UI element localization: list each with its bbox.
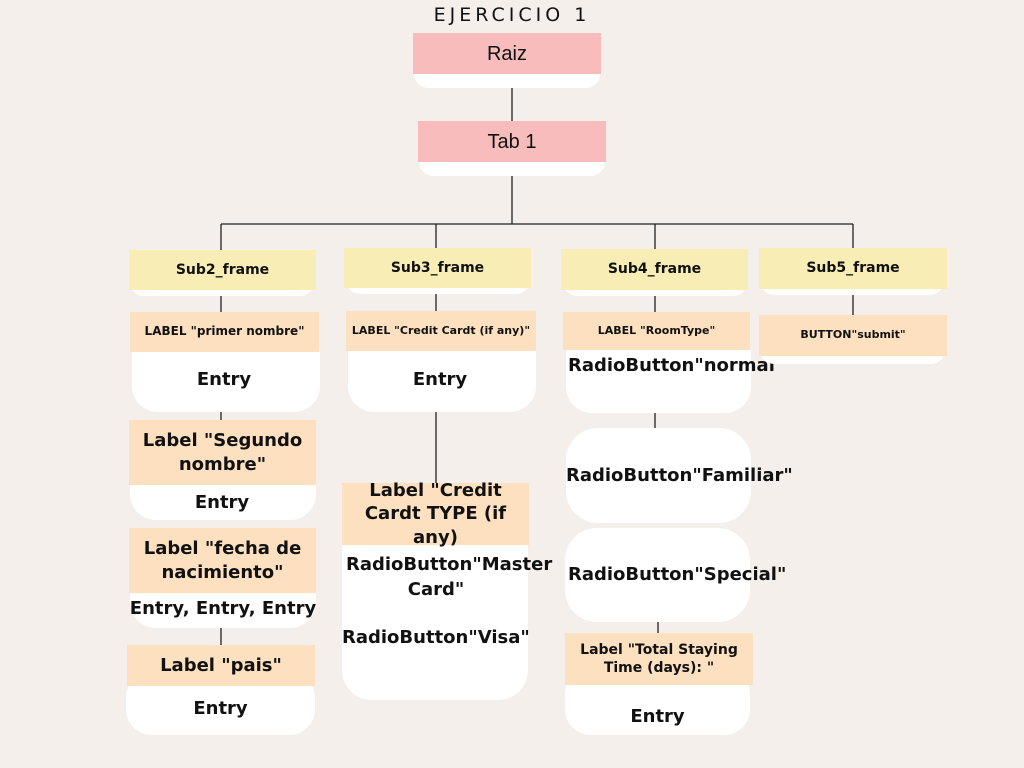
sub4-label-total-staying: Label "Total Staying Time (days): " <box>565 633 753 685</box>
tab-node: Tab 1 <box>418 121 606 162</box>
root-node: Raiz <box>413 33 601 74</box>
sub3-radio-master-card[interactable]: RadioButton"Master Card" <box>346 554 553 600</box>
sub2-frame-node: Sub2_frame <box>129 250 316 290</box>
sub2-entry3: Entry, Entry, Entry <box>129 598 317 619</box>
sub3-radio-visa[interactable]: RadioButton"Visa" <box>342 627 530 648</box>
sub4-radio-normal[interactable]: RadioButton"normal" <box>568 355 785 376</box>
sub4-radio-familiar[interactable]: RadioButton"Familiar" <box>566 465 793 486</box>
sub3-radio-card <box>342 520 528 700</box>
sub2-label-pais: Label "pais" <box>127 645 315 686</box>
sub3-frame-node: Sub3_frame <box>344 248 531 288</box>
sub2-entry4: Entry <box>193 698 248 719</box>
sub4-radio-special[interactable]: RadioButton"Special" <box>568 564 787 585</box>
sub4-special-card <box>565 528 750 622</box>
sub5-button-submit[interactable]: BUTTON"submit" <box>759 315 947 356</box>
sub5-frame-node: Sub5_frame <box>759 248 947 289</box>
sub4-familiar-card <box>566 428 751 523</box>
sub2-label-primer-nombre: LABEL "primer nombre" <box>130 312 319 352</box>
sub2-label-fecha-nacimiento: Label "fecha de nacimiento" <box>129 528 316 593</box>
diagram-title: EJERCICIO 1 <box>433 4 591 26</box>
sub2-label-segundo-nombre: Label "Segundo nombre" <box>129 420 316 485</box>
sub3-label-credit-card: LABEL "Credit Cardt (if any)" <box>346 311 536 351</box>
sub2-entry2: Entry <box>194 492 250 513</box>
sub4-entry1: Entry <box>630 706 685 727</box>
sub3-entry1: Entry <box>412 369 468 390</box>
sub2-entry1: Entry <box>196 369 252 390</box>
sub4-frame-node: Sub4_frame <box>561 249 748 290</box>
sub4-label-roomtype: LABEL "RoomType" <box>563 312 750 350</box>
sub3-label-credit-type: Label "Credit Cardt TYPE (if any) <box>342 480 529 548</box>
